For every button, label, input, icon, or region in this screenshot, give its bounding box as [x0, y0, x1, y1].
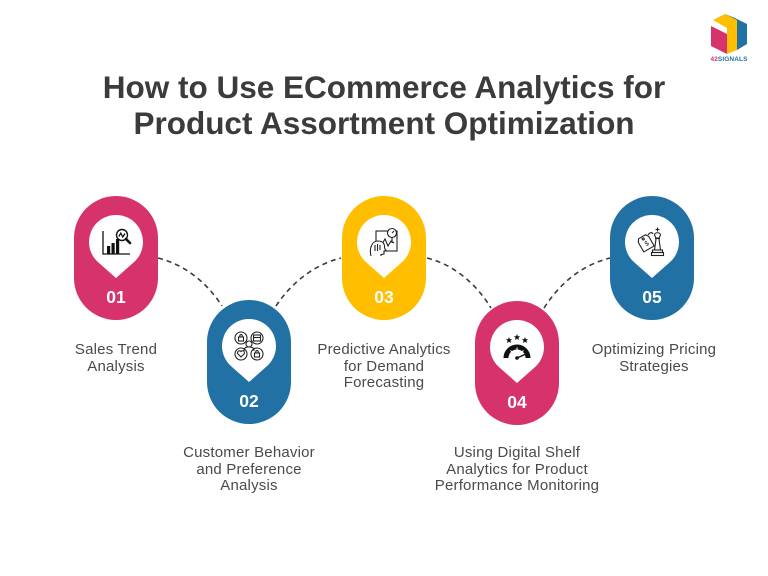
- price-tag-chess-king-icon: $: [637, 227, 665, 257]
- performance-speedometer-stars-icon: [503, 334, 531, 360]
- step-5-capsule: $ 05: [610, 196, 694, 320]
- step-2-number: 02: [239, 391, 259, 411]
- step-3-label: Predictive Analytics for Demand Forecast…: [317, 341, 451, 391]
- connector-3-4: [426, 257, 492, 309]
- step-3-capsule: 03: [342, 196, 426, 320]
- step-2-label: Customer Behavior and Preference Analysi…: [183, 444, 315, 494]
- step-2-capsule: 02: [207, 300, 291, 424]
- step-5-number: 05: [642, 287, 662, 307]
- step-3-number: 03: [374, 287, 394, 307]
- brand-logo: 42SIGNALS: [708, 12, 750, 64]
- step-4-number: 04: [507, 392, 527, 412]
- step-4-capsule: 04: [475, 301, 559, 425]
- step-5-label: Optimizing Pricing Strategies: [591, 341, 717, 375]
- page-title: How to Use ECommerce Analytics for Produ…: [0, 69, 768, 141]
- step-2-pin: [222, 319, 276, 383]
- step-3-pin: [357, 215, 411, 279]
- connector-2-3: [275, 257, 342, 307]
- title-line-2: Product Assortment Optimization: [133, 105, 635, 141]
- customer-behavior-network-icon: [234, 331, 264, 361]
- step-1-label: Sales Trend Analysis: [74, 341, 158, 375]
- connector-1-2: [157, 257, 223, 307]
- step-4-label: Using Digital Shelf Analytics for Produc…: [434, 444, 600, 494]
- brand-name: 42SIGNALS: [708, 56, 750, 63]
- step-1-number: 01: [106, 287, 126, 307]
- sales-trend-chart-icon: [102, 228, 132, 255]
- title-line-1: How to Use ECommerce Analytics for: [102, 69, 666, 105]
- cube-logo-icon: [711, 14, 747, 54]
- brand-prefix: 42: [710, 56, 718, 63]
- step-1-pin: [89, 215, 143, 279]
- step-1-capsule: 01: [74, 196, 158, 320]
- predictive-analytics-head-gauge-icon: [369, 227, 398, 257]
- step-4-pin: [490, 320, 544, 384]
- connector-4-5: [543, 257, 611, 309]
- step-5-pin: $: [625, 215, 679, 279]
- svg-text:$: $: [643, 239, 651, 248]
- brand-suffix: SIGNALS: [717, 56, 748, 63]
